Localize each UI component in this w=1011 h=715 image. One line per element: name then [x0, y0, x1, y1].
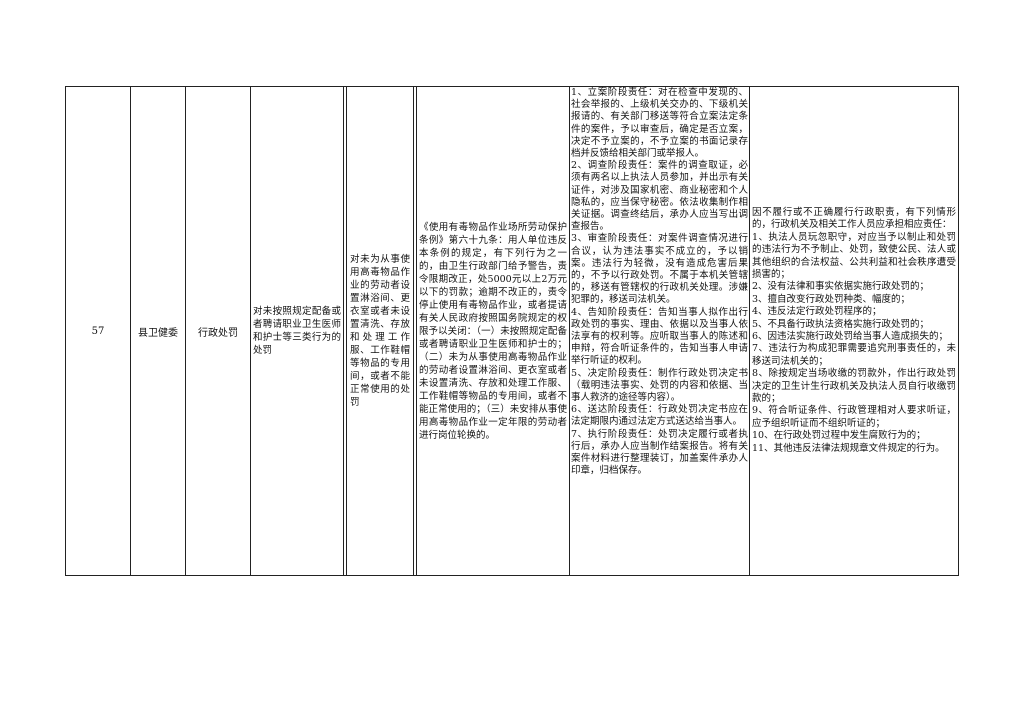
power-type-cell: 行政处罚 — [185, 86, 251, 576]
responsibility-item: 5、决定阶段责任：制作行政处罚决定书（载明违法事实、处罚的内容和依据、当事人救济… — [571, 367, 748, 404]
legal-basis: 《使用有毒物品作业场所劳动保护条例》第六十九条：用人单位违反本条例的规定，有下列… — [419, 221, 567, 441]
power-list-table: 57 县卫健委 行政处罚 对未按照规定配备或者聘请职业卫生医师和护士等三类行为的… — [65, 86, 959, 576]
department-cell: 县卫健委 — [130, 86, 186, 576]
legal-basis-cell: 《使用有毒物品作业场所劳动保护条例》第六十九条：用人单位违反本条例的规定，有下列… — [416, 86, 570, 576]
sub-item-cell: 对未为从事使用高毒物品作业的劳动者设置淋浴间、更衣室或者未设置清洗、存放和处理工… — [343, 86, 417, 576]
row-number-cell: 57 — [65, 86, 131, 576]
power-type: 行政处罚 — [198, 327, 238, 339]
liability-item: 6、因违法实施行政处罚给当事人造成损失的； — [752, 331, 949, 342]
liability-item: 1、执法人员玩忽职守，对应当予以制止和处罚的违法行为不予制止、处罚，致使公民、法… — [752, 231, 956, 280]
sub-item: 对未为从事使用高毒物品作业的劳动者设置淋浴间、更衣室或者未设置清洗、存放和处理工… — [350, 254, 410, 408]
responsibility-cell: 1、立案阶段责任：对在检查中发现的、社会举报的、上级机关交办的、下级机关报请的、… — [569, 86, 750, 576]
liability-item: 3、擅自改变行政处罚种类、幅度的； — [752, 293, 911, 305]
department: 县卫健委 — [138, 327, 178, 339]
responsibility-item: 4、告知阶段责任：告知当事人拟作出行政处罚的事实、理由、依据以及当事人依法享有的… — [571, 306, 748, 367]
liability-item: 2、没有法律和事实依据实施行政处罚的； — [752, 281, 930, 293]
item-name: 对未按照规定配备或者聘请职业卫生医师和护士等三类行为的处罚 — [253, 306, 341, 356]
item-name-cell: 对未按照规定配备或者聘请职业卫生医师和护士等三类行为的处罚 — [250, 86, 344, 576]
liability-item: 7、违法行为构成犯罪需要追究刑事责任的，未移送司法机关的； — [752, 343, 956, 367]
responsibility-item: 1、立案阶段责任：对在检查中发现的、社会举报的、上级机关交办的、下级机关报请的、… — [571, 87, 748, 160]
liability-item: 5、不具备行政执法资格实施行政处罚的； — [752, 318, 930, 330]
table-row: 57 县卫健委 行政处罚 对未按照规定配备或者聘请职业卫生医师和护士等三类行为的… — [65, 86, 959, 576]
liability-intro: 因不履行或不正确履行行政职责，有下列情形的，行政机关及相关工作人员应承担相应责任… — [752, 206, 956, 231]
liability-item: 4、违反法定行政处罚程序的； — [752, 306, 882, 318]
liability-item: 11、其他违反法律法规规章文件规定的行为。 — [752, 442, 945, 454]
liability-item: 9、符合听证条件、行政管理相对人要求听证，应予组织听证而不组织听证的； — [752, 405, 956, 429]
row-number: 57 — [91, 325, 105, 337]
liability-item: 8、除按规定当场收缴的罚款外，作出行政处罚决定的卫生计生行政机关及执法人员自行收… — [752, 368, 956, 405]
responsibility-item: 7、执行阶段责任：处罚决定履行或者执行后，承办人应当制作结案报告。将有关案件材料… — [571, 428, 748, 477]
responsibility-item: 6、送达阶段责任：行政处罚决定书应在法定期限内通过法定方式送达给当事人。 — [571, 404, 748, 428]
responsibility-item: 3、审查阶段责任：对案件调查情况进行合议，认为违法事实不成立的，予以销案。违法行… — [571, 233, 748, 306]
liability-cell: 因不履行或不正确履行行政职责，有下列情形的，行政机关及相关工作人员应承担相应责任… — [749, 86, 959, 576]
responsibility-item: 2、调查阶段责任：案件的调查取证，必须有两名以上执法人员参加，并出示有关证件，对… — [571, 160, 748, 233]
liability-item: 10、在行政处罚过程中发生腐败行为的； — [752, 430, 926, 442]
sub-item-frame: 对未为从事使用高毒物品作业的劳动者设置淋浴间、更衣室或者未设置清洗、存放和处理工… — [346, 87, 414, 575]
